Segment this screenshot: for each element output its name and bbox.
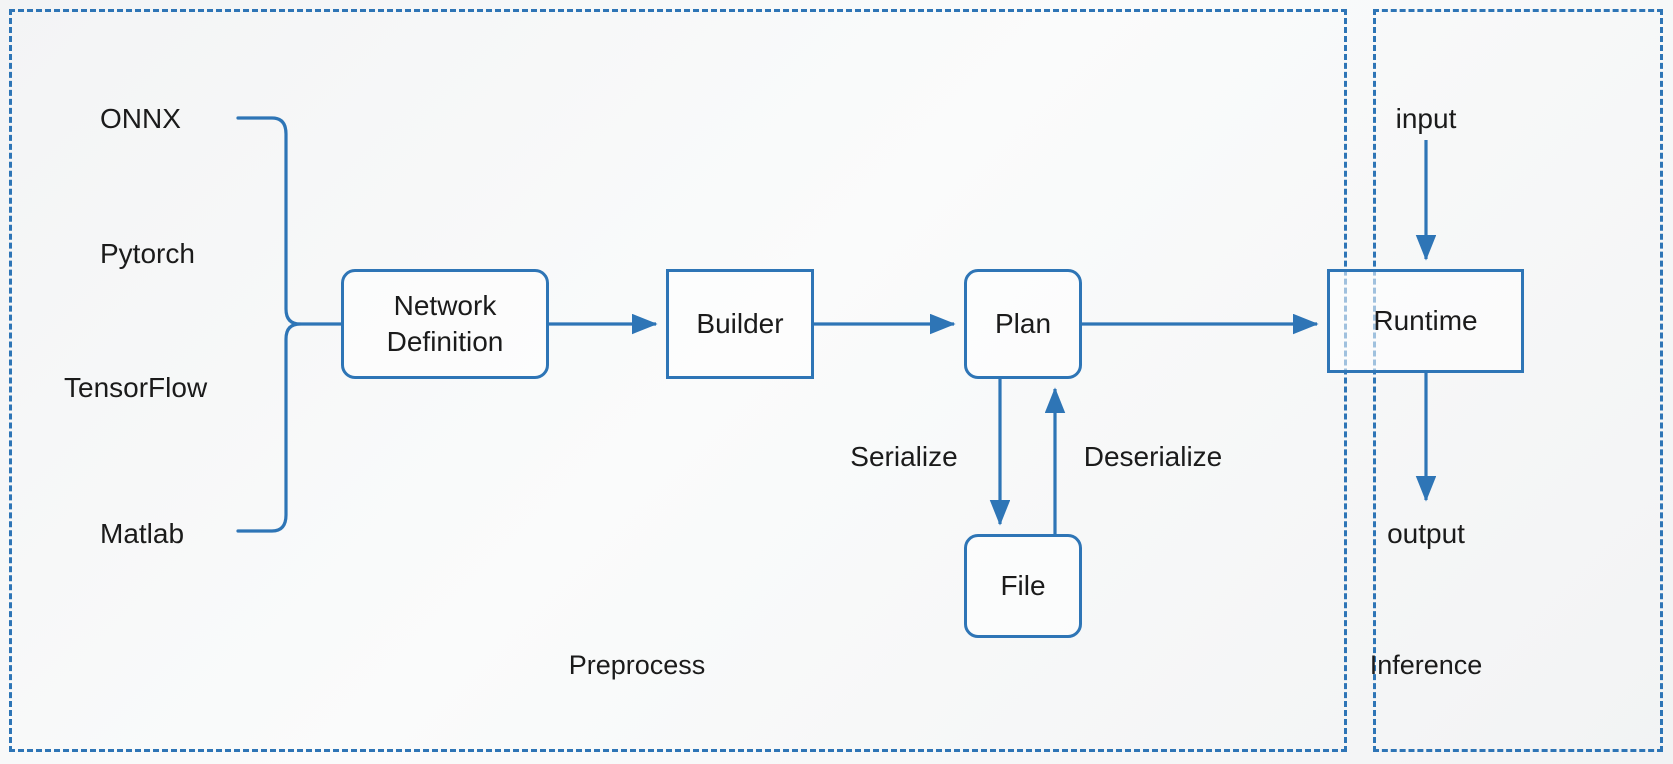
node-label-plan: Plan xyxy=(994,308,1052,340)
node-label-network-definition: Network Definition xyxy=(386,290,504,357)
edge-label-serialize: Serialize xyxy=(850,441,958,472)
panel-preprocess xyxy=(9,9,1347,752)
panel-inference xyxy=(1373,9,1663,752)
node-builder[interactable]: Builder xyxy=(666,269,814,379)
edge-label-deserialize: Deserialize xyxy=(1083,441,1223,472)
node-plan[interactable]: Plan xyxy=(964,269,1082,379)
node-network-definition[interactable]: Network Definition xyxy=(341,269,549,379)
node-label-builder: Builder xyxy=(696,308,784,340)
node-runtime[interactable]: Runtime xyxy=(1327,269,1524,373)
source-label-tensorflow: TensorFlow xyxy=(64,372,208,403)
source-label-matlab: Matlab xyxy=(100,518,185,549)
node-label-file: File xyxy=(1000,570,1046,602)
source-label-onnx: ONNX xyxy=(100,103,181,134)
io-label-output: output xyxy=(1387,518,1465,549)
source-label-pytorch: Pytorch xyxy=(100,238,195,269)
panel-label-inference: Inference xyxy=(1369,650,1483,680)
panel-label-preprocess: Preprocess xyxy=(568,650,706,680)
node-file[interactable]: File xyxy=(964,534,1082,638)
io-label-input: input xyxy=(1395,103,1457,134)
node-label-runtime: Runtime xyxy=(1373,305,1478,337)
